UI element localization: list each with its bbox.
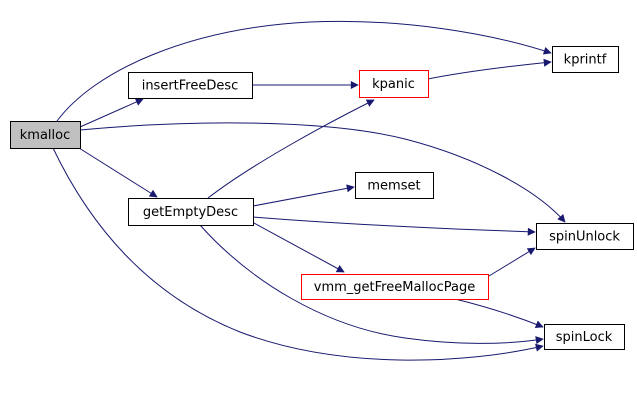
node-box-vmm_getFreeMallocPage — [301, 274, 489, 300]
node-insertFreeDesc[interactable]: insertFreeDesc — [128, 72, 253, 99]
node-kprintf[interactable]: kprintf — [552, 46, 619, 73]
node-label-spinUnlock: spinUnlock — [549, 230, 620, 245]
edge-vmm_getFreeMallocPage-to-spinUnlock — [488, 247, 536, 277]
node-label-vmm_getFreeMallocPage: vmm_getFreeMallocPage — [314, 280, 475, 295]
node-label-kprintf: kprintf — [564, 53, 607, 68]
node-box-insertFreeDesc — [128, 72, 253, 99]
node-memset[interactable]: memset — [355, 172, 434, 199]
node-spinUnlock[interactable]: spinUnlock — [536, 223, 634, 250]
node-kmalloc: kmalloc — [10, 121, 81, 149]
node-box-spinLock — [544, 324, 625, 350]
edge-kmalloc-to-kprintf — [56, 20, 552, 122]
edge-kpanic-to-kprintf — [427, 58, 552, 80]
edge-vmm_getFreeMallocPage-to-spinLock — [454, 298, 544, 329]
edge-kmalloc-to-getEmptyDesc — [78, 147, 158, 198]
node-label-kmalloc: kmalloc — [20, 128, 70, 143]
node-spinLock[interactable]: spinLock — [544, 324, 625, 350]
node-label-spinLock: spinLock — [556, 330, 613, 345]
edge-getEmptyDesc-to-kpanic — [207, 99, 375, 199]
edge-getEmptyDesc-to-memset — [252, 184, 355, 207]
node-kpanic[interactable]: kpanic — [359, 70, 429, 98]
node-vmm_getFreeMallocPage[interactable]: vmm_getFreeMallocPage — [301, 274, 489, 300]
edge-getEmptyDesc-to-spinUnlock — [252, 216, 536, 236]
edge-kmalloc-to-insertFreeDesc — [79, 98, 144, 128]
node-box-memset — [355, 172, 434, 199]
node-getEmptyDesc[interactable]: getEmptyDesc — [128, 198, 254, 226]
node-box-getEmptyDesc — [128, 198, 254, 226]
node-box-kprintf — [552, 46, 619, 73]
node-label-memset: memset — [367, 179, 420, 194]
edge-getEmptyDesc-to-vmm_getFreeMallocPage — [251, 221, 345, 273]
edge-getEmptyDesc-to-spinLock — [199, 224, 544, 345]
node-box-kmalloc — [10, 121, 81, 149]
node-label-insertFreeDesc: insertFreeDesc — [142, 79, 239, 94]
edge-kmalloc-to-spinLock — [52, 147, 544, 361]
node-box-kpanic — [359, 70, 429, 98]
node-label-kpanic: kpanic — [372, 77, 415, 92]
edge-kmalloc-to-spinUnlock — [79, 122, 566, 223]
node-label-getEmptyDesc: getEmptyDesc — [143, 205, 238, 220]
node-box-spinUnlock — [536, 223, 634, 250]
